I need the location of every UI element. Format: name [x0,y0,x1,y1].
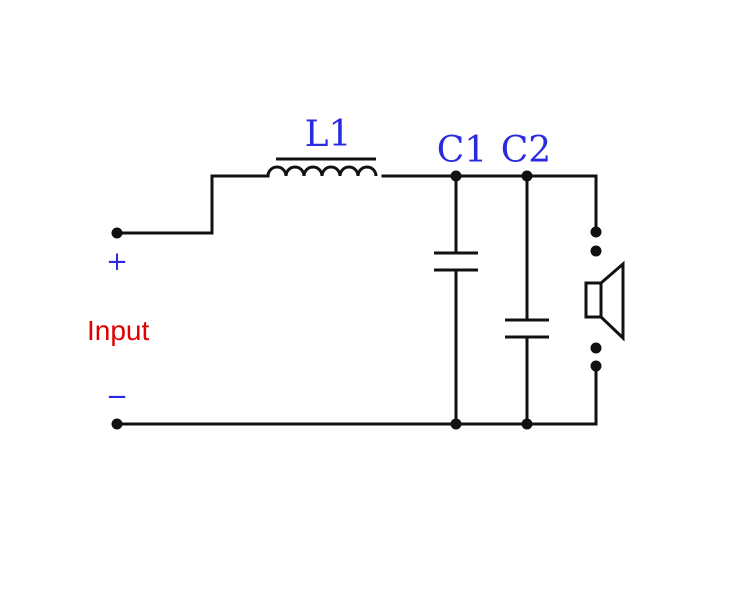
label-l1: L1 [305,114,352,155]
wires [115,174,598,426]
label-input: Input [87,315,149,346]
junction-c1-bottom [450,418,462,430]
speaker-cone [599,260,625,342]
label-plus: + [106,247,128,277]
terminal-minus-dot [111,418,123,430]
speaker-icon [584,260,625,342]
capacitor-c1 [434,251,478,272]
junction-c2-bottom [521,418,533,430]
speaker-terminal-3 [590,342,602,354]
inductor-coil [266,165,378,177]
speaker-terminal-1 [590,226,602,238]
junction-dots [111,170,602,430]
wire-input-plus [115,174,270,235]
label-minus: − [106,382,128,412]
label-c1: C1 [437,130,487,171]
terminal-plus-dot [111,227,123,239]
speaker-magnet [584,281,603,319]
speaker-terminal-4 [590,360,602,372]
capacitor-c2 [505,318,549,339]
junction-c2-top [521,170,533,182]
speaker-terminal-2 [590,245,602,257]
label-c2: C2 [501,130,551,171]
junction-c1-top [450,170,462,182]
inductor-l1 [266,157,378,177]
